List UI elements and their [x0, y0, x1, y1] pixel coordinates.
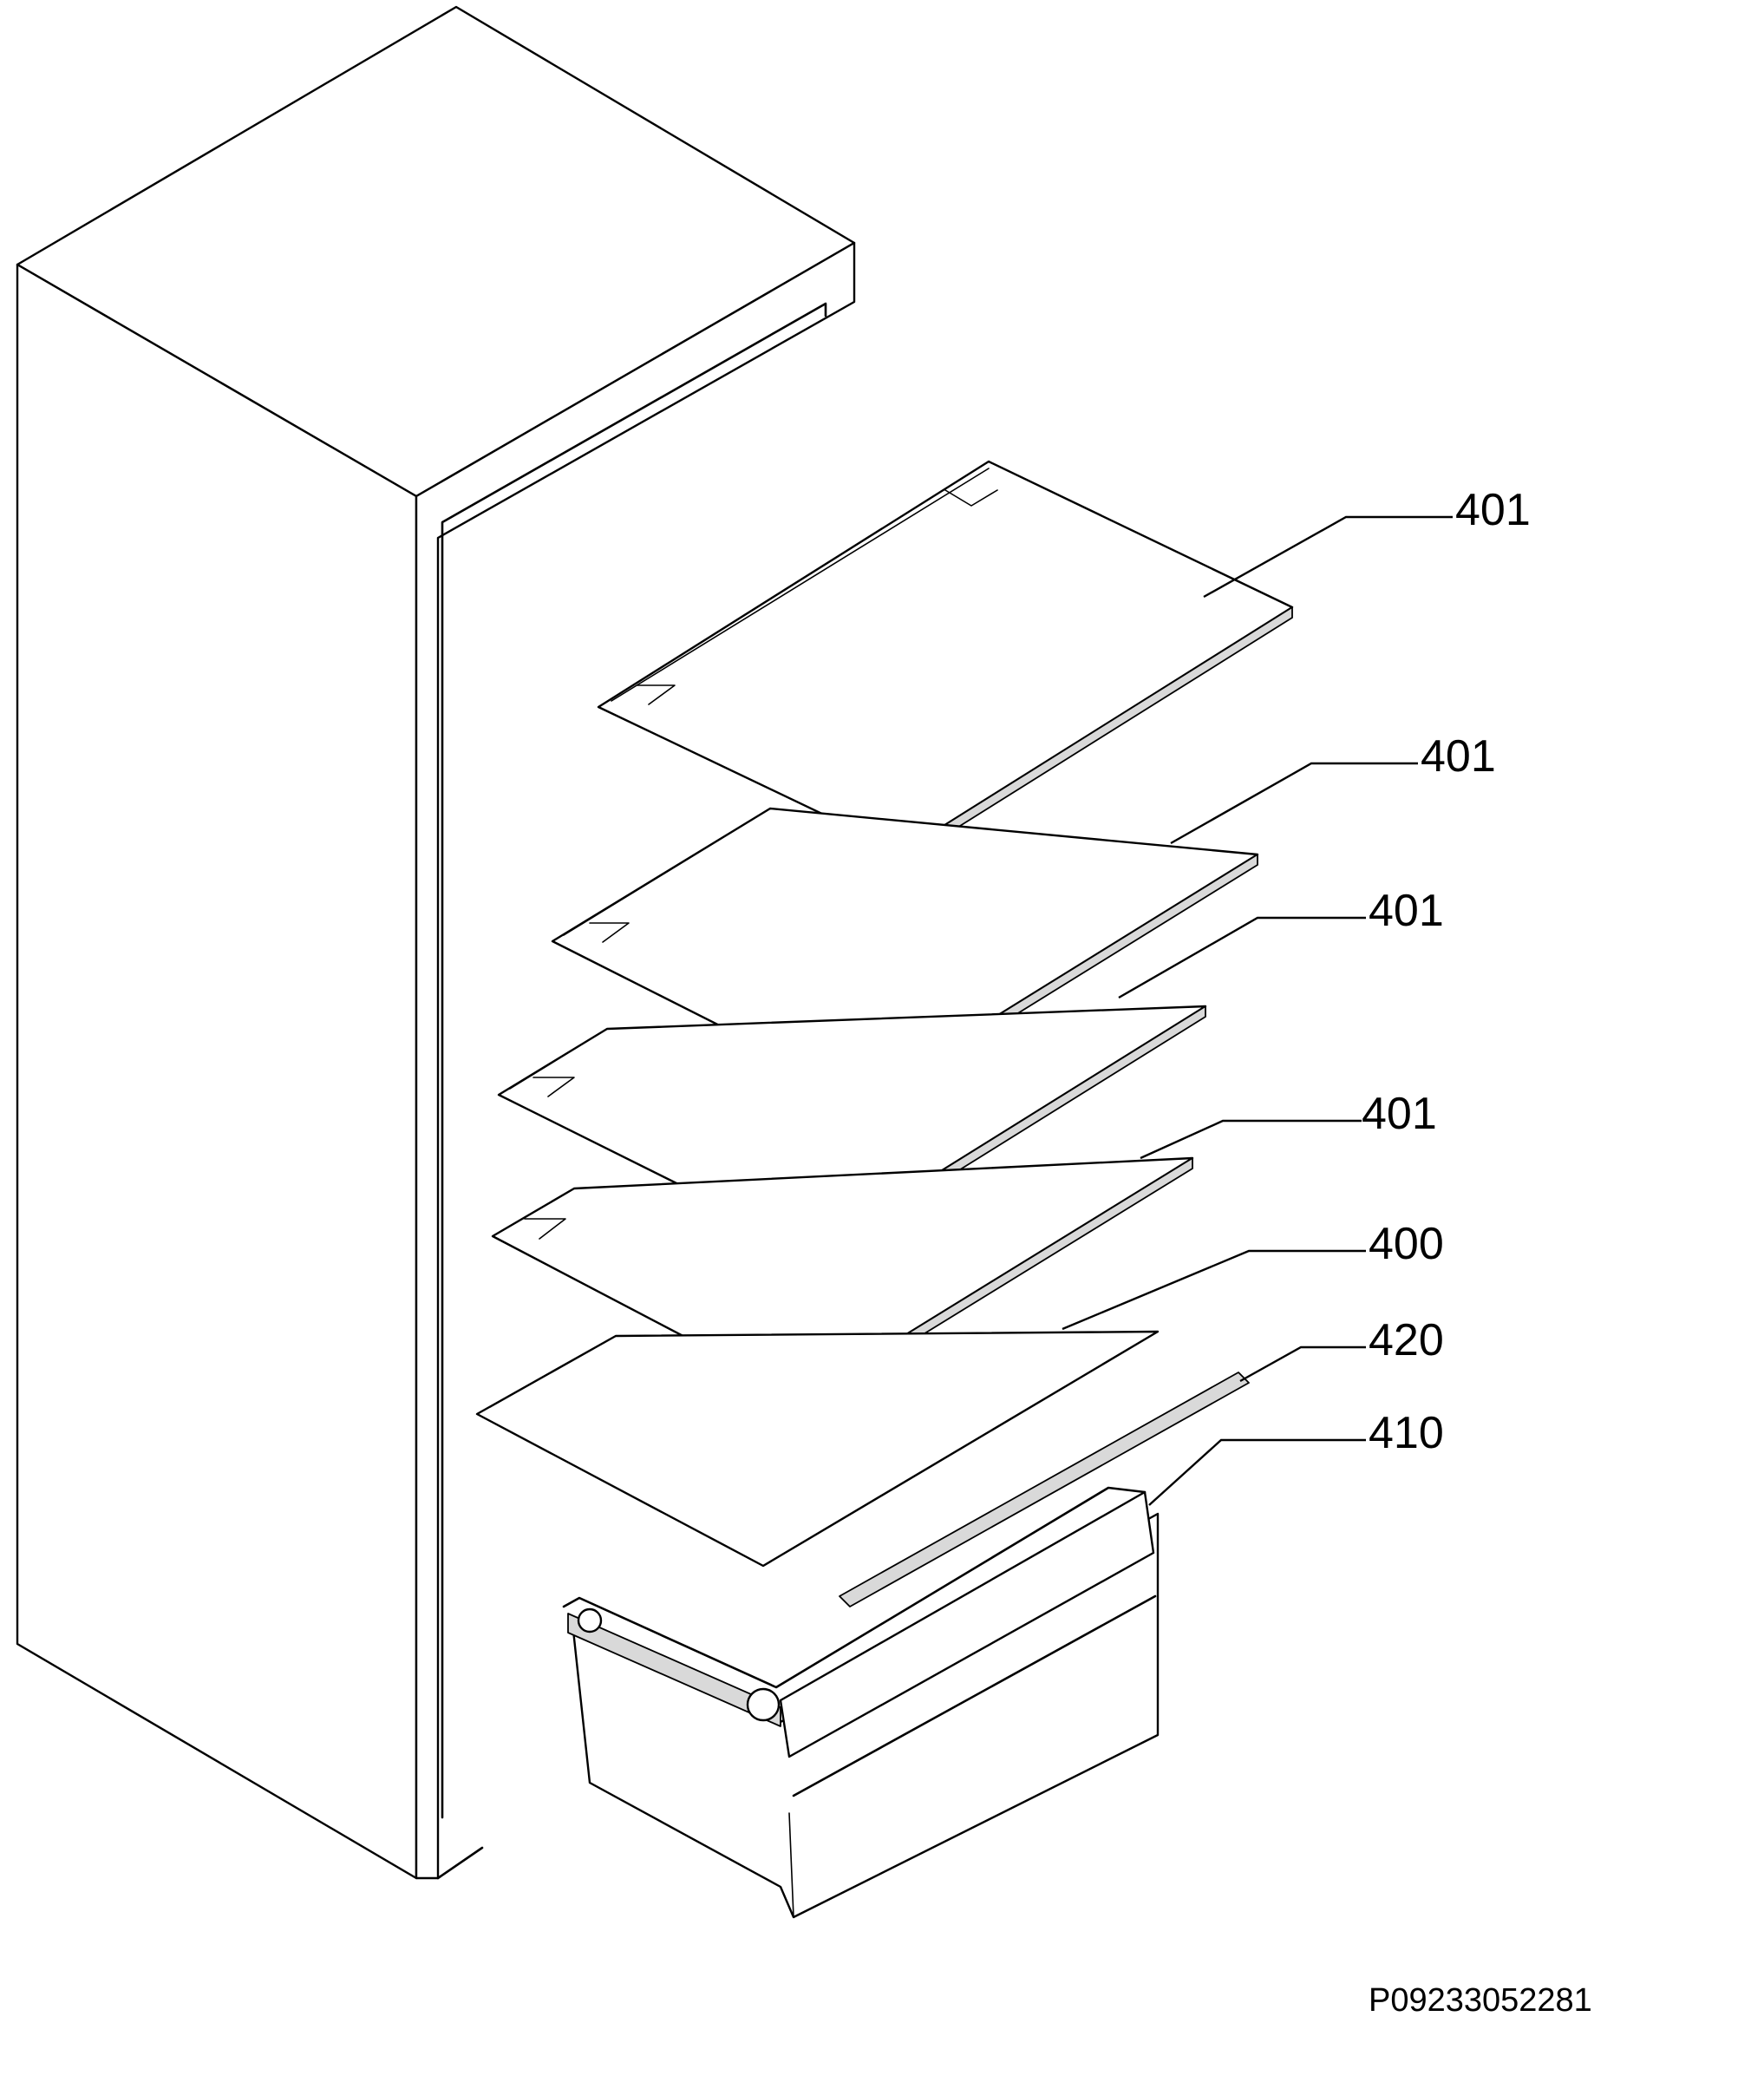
trim-strip — [839, 1372, 1250, 1607]
leader-410 — [1148, 1438, 1366, 1506]
callout-401-b: 401 — [1421, 731, 1496, 782]
leader-401-1 — [1203, 515, 1453, 599]
cabinet — [16, 5, 856, 1880]
leader-lines — [1062, 515, 1453, 1506]
cabinet-bottom-frame-edge — [436, 1846, 484, 1880]
glass-plate-bottom — [475, 1330, 1160, 1568]
callout-labels: 401 401 401 401 400 420 410 — [1362, 485, 1531, 1458]
leader-401-2 — [1170, 762, 1418, 845]
cabinet-front-frame — [415, 241, 856, 1880]
callout-420: 420 — [1369, 1315, 1444, 1365]
drawer-lid-front — [779, 1490, 1155, 1758]
cabinet-inner-frame-edge — [441, 302, 827, 1819]
callout-410: 410 — [1369, 1408, 1444, 1458]
glass-shelf-1 — [597, 460, 1294, 863]
diagram-code: P09233052281 — [1369, 1982, 1592, 2019]
crisper-drawer — [562, 1486, 1160, 1919]
callout-401-a: 401 — [1455, 485, 1531, 535]
leader-401-3 — [1118, 916, 1366, 999]
leader-400 — [1062, 1249, 1366, 1331]
drawer-lid-rail — [567, 1613, 781, 1727]
leader-401-4 — [1140, 1119, 1362, 1160]
callout-401-d: 401 — [1362, 1089, 1437, 1139]
leader-420 — [1239, 1345, 1366, 1383]
callout-400: 400 — [1369, 1219, 1444, 1269]
callout-401-c: 401 — [1369, 886, 1444, 936]
cabinet-left-side — [16, 263, 418, 1880]
